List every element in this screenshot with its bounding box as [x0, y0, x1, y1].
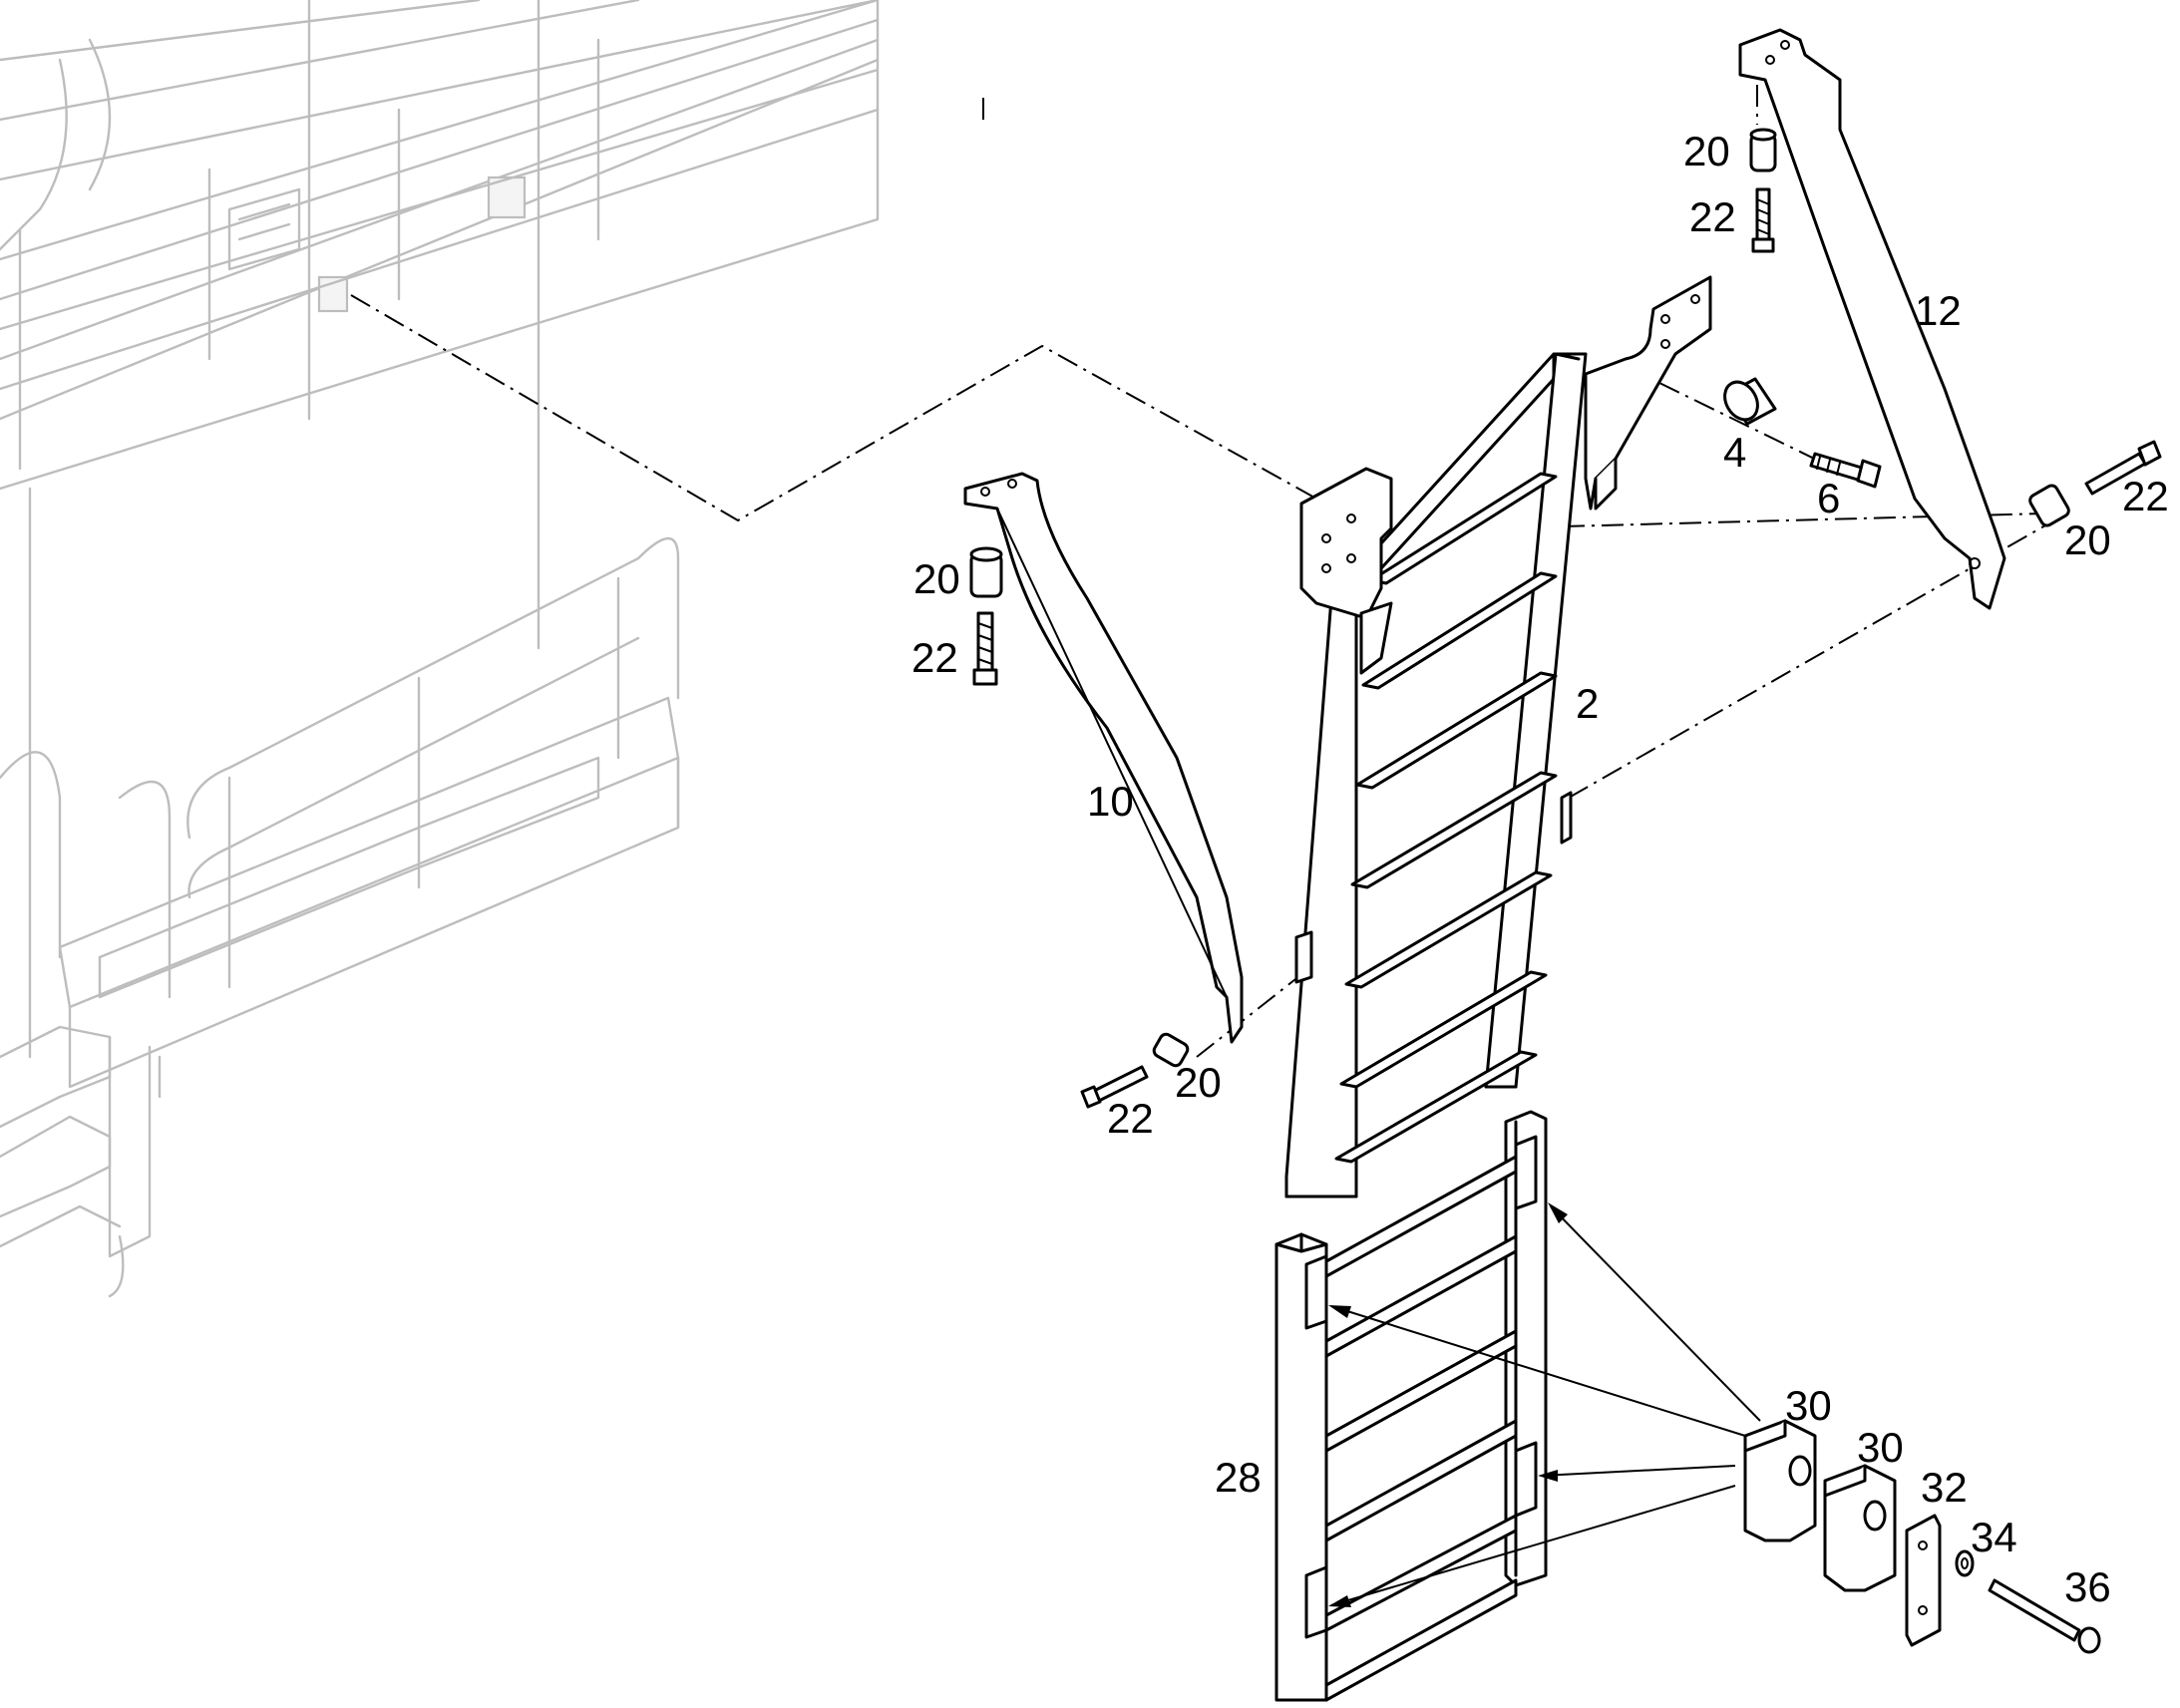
- callout-22-right: 22: [2122, 473, 2169, 519]
- callout-2: 2: [1576, 680, 1599, 727]
- spacer-part-4-icon: [1723, 377, 1777, 426]
- bolt-22-top-icon: [1751, 187, 1775, 253]
- bolt-22-bottom-icon: [1080, 1065, 1149, 1109]
- spacer-20-right-icon: [2028, 484, 2070, 527]
- callout-36: 36: [2064, 1563, 2111, 1610]
- clamp-part-30-b-icon: [1823, 1464, 1897, 1592]
- callout-4: 4: [1723, 429, 1746, 476]
- plate-part-32-icon: [1905, 1514, 1942, 1647]
- clamp-pointer-arrows: [1328, 1202, 1761, 1607]
- lower-ladder-part-28: [1274, 1110, 1548, 1702]
- main-ladder-part-2: [1284, 275, 1712, 1198]
- machine-platform-background: [0, 0, 880, 1298]
- clamp-part-30-a-icon: [1743, 1419, 1817, 1542]
- callout-30-b: 30: [1857, 1424, 1904, 1471]
- callout-20-top: 20: [1683, 128, 1730, 174]
- bolt-22-left-icon: [972, 611, 998, 686]
- bolt-part-36-icon: [1988, 1578, 2101, 1654]
- callout-32: 32: [1921, 1464, 1968, 1511]
- callout-10: 10: [1087, 778, 1134, 825]
- callout-20-right: 20: [2064, 516, 2111, 563]
- callout-20-bottom: 20: [1175, 1059, 1222, 1106]
- spacer-20-top-icon: [1749, 128, 1777, 172]
- callout-22-top: 22: [1689, 193, 1736, 240]
- spacer-20-left-icon: [969, 546, 1003, 598]
- callout-20-left: 20: [913, 555, 960, 602]
- callout-22-left: 22: [911, 634, 958, 681]
- callout-30-a: 30: [1785, 1382, 1832, 1429]
- callout-34: 34: [1971, 1514, 2017, 1560]
- spacer-20-bottom-icon: [1152, 1032, 1190, 1068]
- left-brace-part-10: [963, 472, 1313, 1044]
- callout-labels: 2 4 6 10 12 20 22 20 22 20 22 20 22 28 3…: [911, 128, 2169, 1610]
- callout-28: 28: [1215, 1454, 1262, 1501]
- bolt-22-right-icon: [2084, 440, 2162, 496]
- washer-part-34-icon: [1955, 1549, 1975, 1577]
- right-brace-part-12: [1738, 28, 2006, 610]
- callout-12: 12: [1915, 287, 1962, 334]
- callout-22-bottom: 22: [1107, 1095, 1154, 1142]
- callout-6: 6: [1817, 475, 1840, 521]
- bolt-part-6-icon: [1809, 452, 1882, 489]
